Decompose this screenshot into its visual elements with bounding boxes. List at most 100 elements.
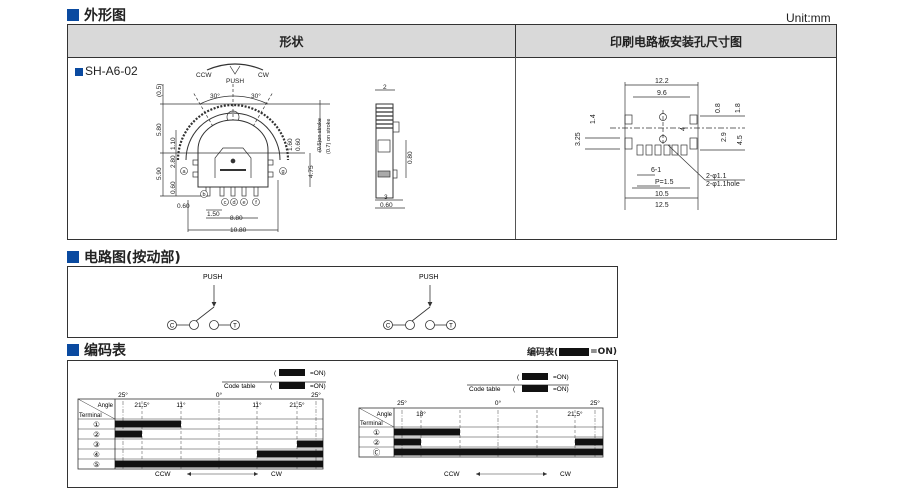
cw-label: CW — [258, 72, 270, 79]
dim-label: 2 — [383, 84, 387, 91]
code-table-label: Code table — [469, 386, 501, 393]
arrow-left-icon — [187, 472, 191, 476]
dim-label: 8.80 — [230, 215, 243, 222]
model-label: SH-A6-02 — [85, 64, 138, 78]
on-swatch — [522, 385, 548, 392]
dim-label: 4.75 — [308, 165, 315, 178]
tick-label: 21.5° — [567, 410, 583, 418]
dim-label: 1.50 — [207, 211, 220, 218]
legend-prefix: 编码表( — [527, 348, 559, 358]
angle-right-label: 30° — [251, 92, 261, 100]
pcb-dim-label: 12.2 — [655, 78, 669, 85]
tick-label: 11° — [252, 401, 262, 409]
section-marker-icon — [67, 9, 79, 21]
on-swatch — [279, 382, 305, 389]
angle-label: 25° — [118, 391, 128, 399]
dim-label: 1.10 — [170, 137, 177, 150]
terminal-f-label: f — [255, 200, 257, 206]
angle-label: 25° — [397, 399, 407, 407]
dim-label: 3 — [384, 194, 388, 201]
table-frame — [77, 398, 324, 470]
dim-label: 5.90 — [156, 167, 163, 180]
terminal-header: Terminal — [360, 421, 383, 427]
on-bar — [115, 430, 142, 438]
angle-label: 25° — [311, 391, 321, 399]
terminal-c-label: c — [224, 200, 227, 206]
tick-label: 11° — [176, 401, 186, 409]
legend-on: =ON) — [553, 374, 569, 381]
outline-table: 形状 印刷电路板安装孔尺寸图 — [67, 24, 837, 240]
angle-label: 25° — [590, 399, 600, 407]
pcb-dim-label: 4.5 — [737, 135, 744, 145]
cw-label: CW — [271, 471, 283, 478]
angle-header: Angle — [98, 403, 114, 409]
dial-teeth — [176, 103, 290, 161]
terminal-e-label: e — [242, 200, 245, 206]
dim-label: 2.80 — [170, 155, 177, 168]
pcb-dim-label: 0.8 — [715, 103, 722, 113]
on-swatch — [559, 347, 590, 356]
arrow-right-icon — [254, 472, 258, 476]
dim-label: 0.60 — [177, 203, 190, 210]
legend-on: =ON) — [553, 386, 569, 393]
section-title-circuit: 电路图(按动部) — [84, 250, 181, 266]
cw-label: CW — [560, 471, 572, 478]
pcb-hole-label: 2-φ1.1 — [706, 173, 727, 180]
dim-label: (0.7) on stroke — [326, 119, 332, 154]
dim-label: 0.80 — [407, 151, 414, 164]
legend-open: ( — [513, 386, 516, 393]
legend-open: ( — [517, 374, 520, 381]
arrow-left-icon — [476, 472, 480, 476]
on-bar — [115, 420, 181, 428]
terminal-label: Ⓒ — [373, 448, 381, 457]
legend-on: =ON) — [310, 370, 326, 377]
section-marker-icon — [67, 251, 79, 263]
dim-label: 0.60 — [170, 181, 177, 194]
angle-header: Angle — [377, 412, 393, 418]
pcb-dim-label: 1.4 — [590, 114, 597, 124]
code-table-label: Code table — [224, 383, 256, 390]
angle-label: 0° — [495, 399, 502, 407]
on-swatch — [522, 373, 548, 380]
section-marker-icon — [67, 344, 79, 356]
dim-label: 0.60 — [380, 202, 393, 209]
tick-label: 18° — [416, 410, 426, 418]
angle-left-label: 30° — [210, 92, 220, 100]
terminal-label: ② — [93, 430, 100, 439]
dim-label: 5.80 — [156, 123, 163, 136]
terminal-a-label: a — [182, 169, 186, 175]
pcb-dim-label: 9.6 — [657, 90, 667, 97]
terminal-label: ⑤ — [93, 460, 100, 469]
header-diagonal — [358, 407, 395, 428]
legend-open: ( — [274, 370, 277, 377]
pcb-dim-label: 6-1 — [651, 167, 661, 174]
dim-label: 1.60 — [287, 138, 294, 151]
on-bar — [297, 440, 323, 448]
on-bar — [115, 460, 323, 468]
dim-label: (0.5) — [156, 84, 163, 97]
terminal-label: ① — [373, 428, 380, 437]
ccw-label: CCW — [444, 471, 460, 478]
terminal-b-label: b — [202, 192, 205, 198]
terminal-d-label: d — [232, 200, 235, 206]
pcb-dim-label: 10.5 — [655, 191, 669, 198]
section-title-code: 编码表 — [84, 343, 126, 359]
header-shape: 形状 — [68, 25, 516, 58]
terminal-label: ③ — [93, 440, 100, 449]
terminal-g-label: g — [281, 169, 284, 175]
pcb-dim-label: P=1.5 — [655, 179, 674, 186]
legend-on: =ON) — [310, 383, 326, 390]
dim-label: (0.5)on stroke — [317, 118, 323, 152]
dim-label: 0.60 — [295, 138, 302, 151]
tick-label: 21.5° — [289, 401, 305, 409]
code-table-2: ( =ON) Code table ( =ON) 25° 0° 25° AngleTermina… — [358, 373, 604, 478]
legend-open: ( — [270, 383, 273, 390]
pcb-hole-label: 2-φ1.1hole — [706, 181, 740, 188]
on-swatch — [279, 369, 305, 376]
header-diagonal — [77, 398, 116, 420]
pcb-dim-label: 12.5 — [655, 202, 669, 209]
unit-label: Unit:mm — [786, 11, 831, 25]
